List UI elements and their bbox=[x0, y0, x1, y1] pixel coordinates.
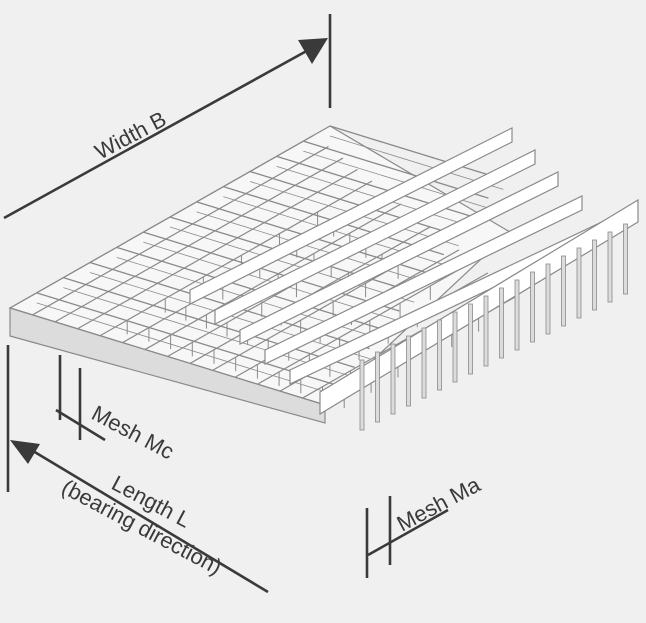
mesh-mc-label: Mesh Mc bbox=[88, 400, 179, 464]
width-dimension-line bbox=[3, 46, 313, 220]
cross-bar bbox=[329, 125, 504, 180]
cross-bar-edge bbox=[196, 211, 430, 284]
long-bearing-bar bbox=[319, 198, 639, 416]
long-bearing-bar bbox=[189, 127, 513, 305]
length-arrowhead bbox=[10, 440, 40, 464]
side-plate bbox=[499, 287, 504, 359]
side-plate bbox=[359, 359, 365, 431]
length-dimension-line bbox=[27, 446, 269, 594]
side-plate bbox=[514, 279, 520, 351]
cross-bar bbox=[143, 231, 400, 312]
mesh-mc-tick bbox=[55, 408, 106, 442]
bearing-bar bbox=[257, 260, 474, 385]
bearing-bar bbox=[77, 169, 358, 330]
cross-bar-edge bbox=[169, 226, 415, 303]
cross-bar-edge bbox=[36, 302, 340, 397]
side-plate bbox=[607, 231, 613, 303]
side-plate bbox=[468, 303, 473, 375]
side-plate bbox=[592, 239, 597, 311]
bearing-bar bbox=[54, 157, 344, 323]
bearing-bar bbox=[144, 203, 402, 351]
grating-body bbox=[8, 125, 639, 431]
cross-bar bbox=[63, 277, 355, 369]
side-plate bbox=[406, 335, 411, 407]
width-arrowhead bbox=[298, 38, 328, 64]
mesh-ma-label: Mesh Ma bbox=[393, 472, 485, 537]
side-plate bbox=[375, 351, 380, 423]
bearing-bar bbox=[32, 146, 329, 316]
long-bearing-bar bbox=[264, 195, 583, 365]
long-bearing-bar bbox=[239, 171, 559, 345]
side-plate bbox=[421, 327, 427, 399]
side-plate bbox=[561, 255, 566, 327]
side-plate bbox=[390, 343, 396, 415]
protruding-bearing-bars bbox=[189, 127, 639, 431]
cross-bar bbox=[169, 216, 415, 293]
bearing-bar bbox=[9, 134, 315, 309]
side-plate bbox=[530, 271, 535, 343]
side-plate bbox=[452, 311, 458, 383]
cross-bar bbox=[249, 170, 459, 237]
side-plate bbox=[623, 223, 628, 295]
side-plate bbox=[576, 247, 582, 319]
bearing-bar bbox=[99, 180, 373, 337]
grating-front-face bbox=[9, 307, 326, 424]
long-bearing-bar bbox=[214, 149, 536, 325]
side-plate bbox=[437, 319, 442, 391]
mesh-ma-dimension: Mesh Ma bbox=[365, 472, 485, 578]
side-plate bbox=[483, 295, 489, 367]
mesh-ma-tick bbox=[367, 508, 449, 557]
side-plate bbox=[545, 263, 551, 335]
width-label: Width B bbox=[91, 106, 171, 164]
cross-bar bbox=[36, 292, 341, 387]
